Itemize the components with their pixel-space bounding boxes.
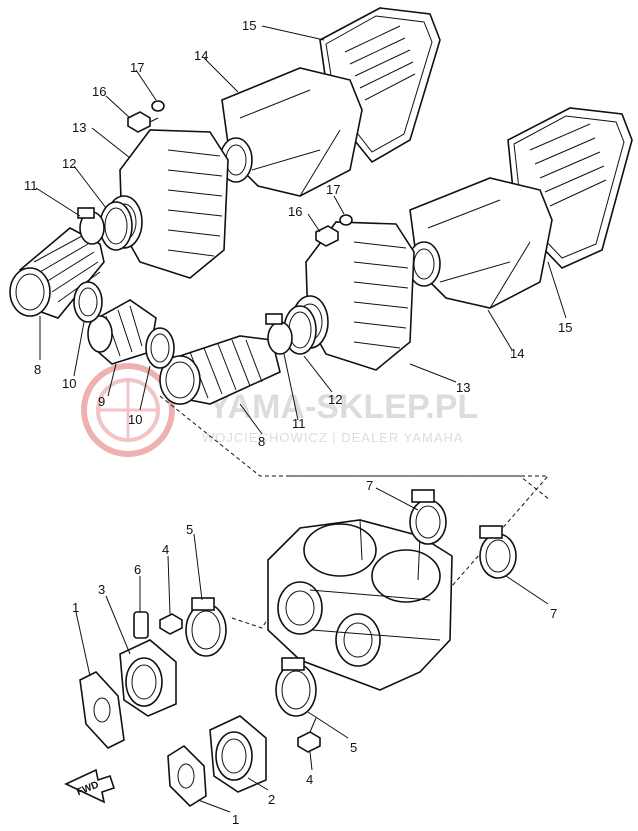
clamp-7-left	[409, 489, 447, 545]
watermark-brand: YAMA-SKLEP.PL	[208, 388, 478, 426]
clamp-5-lower	[275, 657, 317, 717]
watermark-logo-icon	[81, 363, 175, 457]
carburetor-assembly	[267, 519, 453, 691]
label-7-upper: 7	[366, 478, 373, 493]
washer-17-upper	[151, 100, 165, 112]
label-8-left: 8	[34, 362, 41, 377]
label-13-upper: 13	[72, 120, 86, 135]
label-17-upper: 17	[130, 60, 144, 75]
washer-17-lower	[339, 214, 353, 226]
hose-clamp-10-a	[73, 281, 103, 323]
label-3: 3	[98, 582, 105, 597]
air-filter-element-14-lower	[407, 177, 553, 309]
label-13-lower: 13	[456, 380, 470, 395]
plug-6	[133, 611, 149, 639]
label-10-right: 10	[128, 412, 142, 427]
label-5-lower: 5	[350, 740, 357, 755]
joint-8-right	[159, 335, 281, 405]
label-16-upper: 16	[92, 84, 106, 99]
part-labels: 15 15 14 14 13 13 17 17 16 16 12 12 11 1…	[24, 18, 572, 827]
joint-9	[87, 299, 157, 365]
label-16-lower: 16	[288, 204, 302, 219]
watermark-tagline: WOJCIECHOWICZ | DEALER YAMAHA	[202, 430, 464, 445]
band-12-upper	[99, 201, 133, 251]
label-6: 6	[134, 562, 141, 577]
label-11-lower: 11	[292, 416, 306, 431]
label-17-lower: 17	[326, 182, 340, 197]
carburetor-joint-2	[209, 715, 267, 793]
hose-clamp-11-b	[265, 313, 293, 355]
label-15-lower: 15	[558, 320, 572, 335]
fwd-arrow-icon: FWD	[64, 768, 116, 804]
bolt-16-upper	[127, 111, 159, 133]
label-7-lower: 7	[550, 606, 557, 621]
label-12-upper: 12	[62, 156, 76, 171]
label-15-upper: 15	[242, 18, 256, 33]
hose-clamp-11-a	[77, 207, 105, 245]
air-cleaner-joint-13-upper	[105, 129, 229, 279]
label-1-lower: 1	[232, 812, 239, 827]
label-4-upper: 4	[162, 542, 169, 557]
label-14-upper: 14	[194, 48, 208, 63]
label-2: 2	[268, 792, 275, 807]
gasket-1-lower	[167, 744, 207, 808]
watermark: YAMA-SKLEP.PL WOJCIECHOWICZ | DEALER YAM…	[81, 363, 478, 457]
bolt-4-upper	[159, 613, 183, 635]
leader-lines	[35, 25, 567, 813]
label-5-upper: 5	[186, 522, 193, 537]
label-8-right: 8	[258, 434, 265, 449]
bolt-16-lower	[315, 225, 339, 247]
clamp-7-right	[479, 525, 517, 579]
label-9: 9	[98, 394, 105, 409]
label-1-upper: 1	[72, 600, 79, 615]
label-4-lower: 4	[306, 772, 313, 787]
air-filter-element-14-upper	[219, 67, 363, 197]
carburetor-joint-3	[119, 639, 177, 717]
gasket-1-upper	[79, 671, 125, 749]
label-10-left: 10	[62, 376, 76, 391]
clamp-5-upper	[185, 597, 227, 657]
joint-8-left	[9, 227, 105, 319]
label-14-lower: 14	[510, 346, 524, 361]
bolt-4-lower	[297, 717, 321, 753]
label-12-lower: 12	[328, 392, 342, 407]
label-11-upper: 11	[24, 178, 38, 193]
hose-clamp-10-b	[145, 327, 175, 369]
